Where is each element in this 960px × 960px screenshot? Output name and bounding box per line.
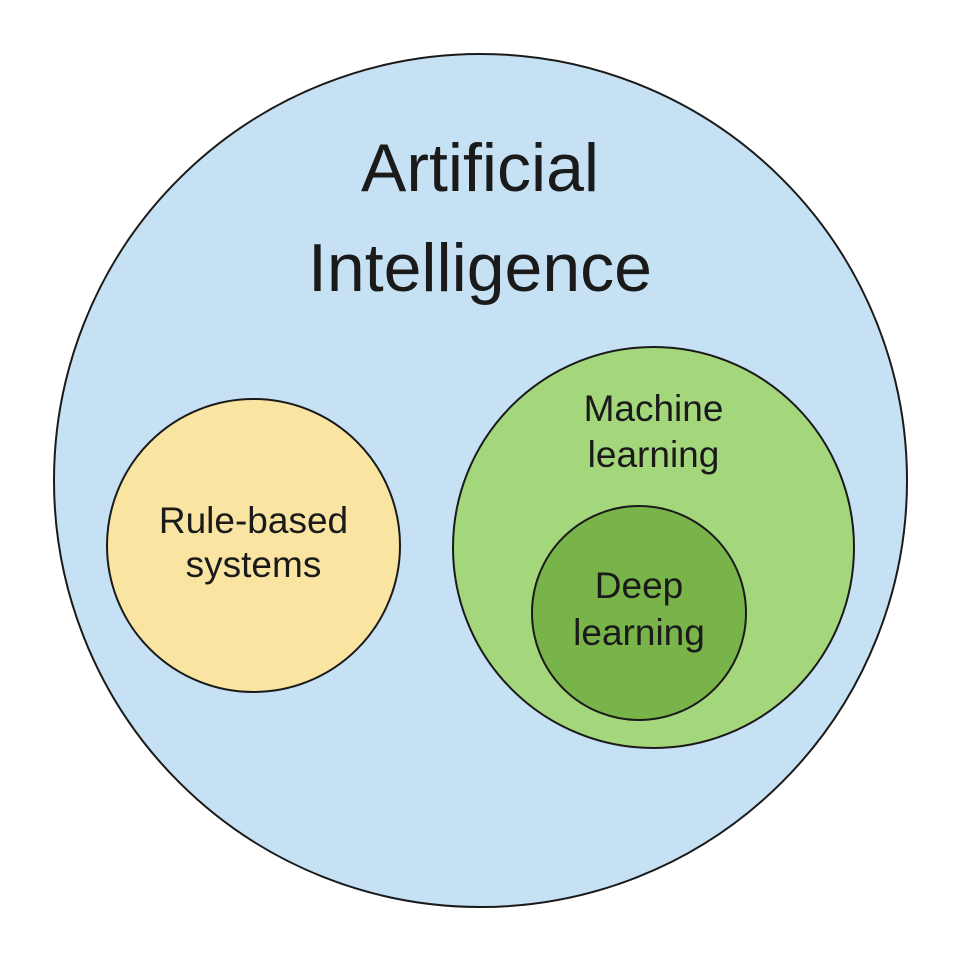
machine-learning-label: Machine learning <box>502 386 805 478</box>
rule-based-systems-label-line2: systems <box>185 544 322 585</box>
deep-learning-circle <box>531 505 747 721</box>
artificial-intelligence-label: Artificial Intelligence <box>180 118 780 318</box>
deep-learning-label-line2: learning <box>573 612 705 653</box>
deep-learning-label: Deep learning <box>531 562 747 656</box>
machine-learning-label-line2: learning <box>587 434 720 475</box>
machine-learning-label-line1: Machine <box>583 388 724 429</box>
artificial-intelligence-label-line1: Artificial <box>360 130 600 206</box>
rule-based-systems-label: Rule-based systems <box>106 499 401 587</box>
rule-based-systems-label-line1: Rule-based <box>158 500 349 541</box>
artificial-intelligence-label-line2: Intelligence <box>307 230 653 306</box>
rule-based-systems-circle <box>106 398 401 693</box>
deep-learning-label-line1: Deep <box>594 565 684 606</box>
